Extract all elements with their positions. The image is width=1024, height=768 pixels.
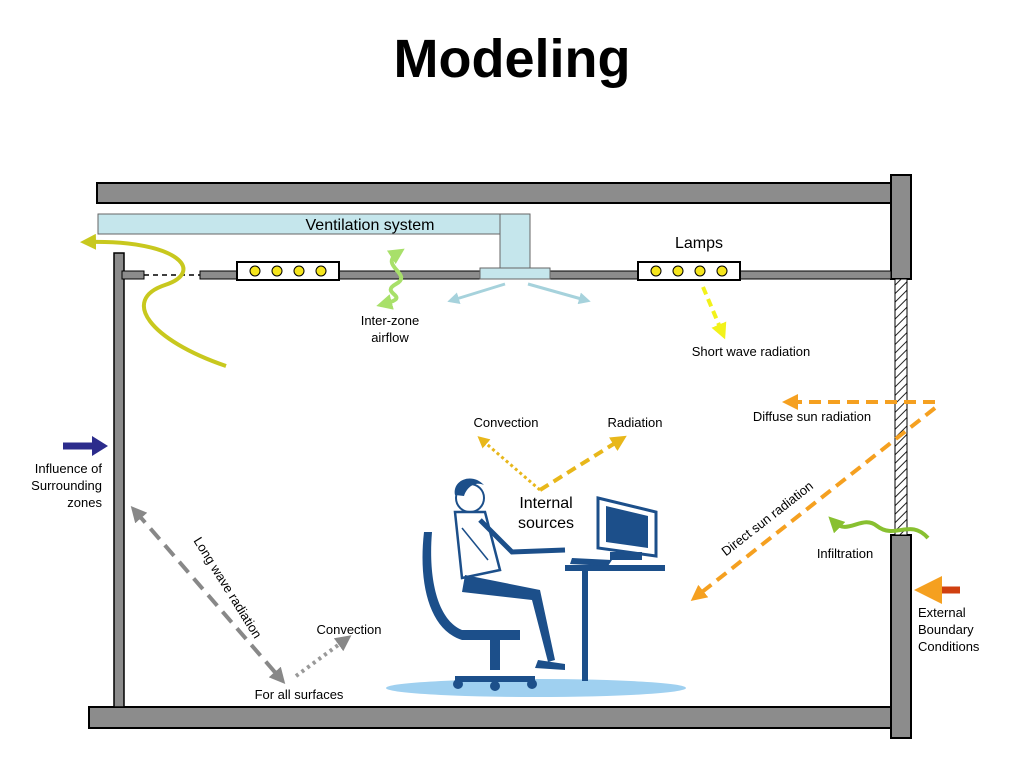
long-wave-arrow [130, 505, 286, 685]
convection-top-label: Convection [473, 415, 538, 430]
internal-label-line2: sources [518, 515, 574, 532]
air-supply-arrow-left [447, 282, 506, 304]
radiation-top-label: Radiation [608, 415, 663, 430]
surface-convection-arrow [294, 635, 352, 678]
internal-convection-arrow [477, 436, 541, 492]
short-wave-label: Short wave radiation [692, 344, 811, 359]
for-all-surfaces-label: For all surfaces [255, 687, 344, 702]
direct-sun-label: Direct sun radiation [718, 478, 815, 559]
influence-label-line1: Influence of [35, 461, 103, 476]
internal-radiation-arrow [538, 435, 627, 492]
inter-zone-label-line2: airflow [371, 330, 409, 345]
influence-label-line3: zones [67, 495, 102, 510]
external-label-line3: Conditions [918, 639, 980, 654]
inter-zone-label-line1: Inter-zone [361, 313, 420, 328]
lamp-fixture-right [637, 261, 741, 281]
lamp-fixture-left [236, 261, 340, 281]
influence-label-line2: Surrounding [31, 478, 102, 493]
diffuse-sun-label: Diffuse sun radiation [753, 409, 871, 424]
ventilation-riser [499, 213, 531, 271]
infiltration-arrow [828, 516, 930, 540]
person-at-computer-illustration [386, 478, 686, 697]
convection-bottom-label: Convection [316, 622, 381, 637]
floor-slab [88, 706, 896, 729]
lamps-label: Lamps [675, 235, 723, 252]
right-upper-wall [890, 174, 912, 280]
air-supply-arrow-right [527, 282, 591, 305]
ventilation-diffuser [479, 267, 551, 280]
short-wave-arrow [701, 286, 727, 340]
left-wall [113, 252, 125, 708]
air-exchange-curve [80, 233, 227, 368]
external-label-line1: External [918, 605, 966, 620]
ventilation-label: Ventilation system [306, 217, 435, 234]
roof-slab [96, 182, 894, 204]
external-label-line2: Boundary [918, 622, 974, 637]
direct-sun-arrow [690, 406, 937, 601]
internal-label-line1: Internal [519, 495, 572, 512]
slide-title: Modeling [393, 29, 631, 89]
window-glazing [894, 278, 908, 536]
right-lower-wall [890, 534, 912, 739]
infiltration-label: Infiltration [817, 546, 873, 561]
inter-zone-airflow-arrow [376, 248, 405, 310]
influence-arrow-head [92, 436, 108, 456]
ceiling-left [121, 270, 145, 280]
